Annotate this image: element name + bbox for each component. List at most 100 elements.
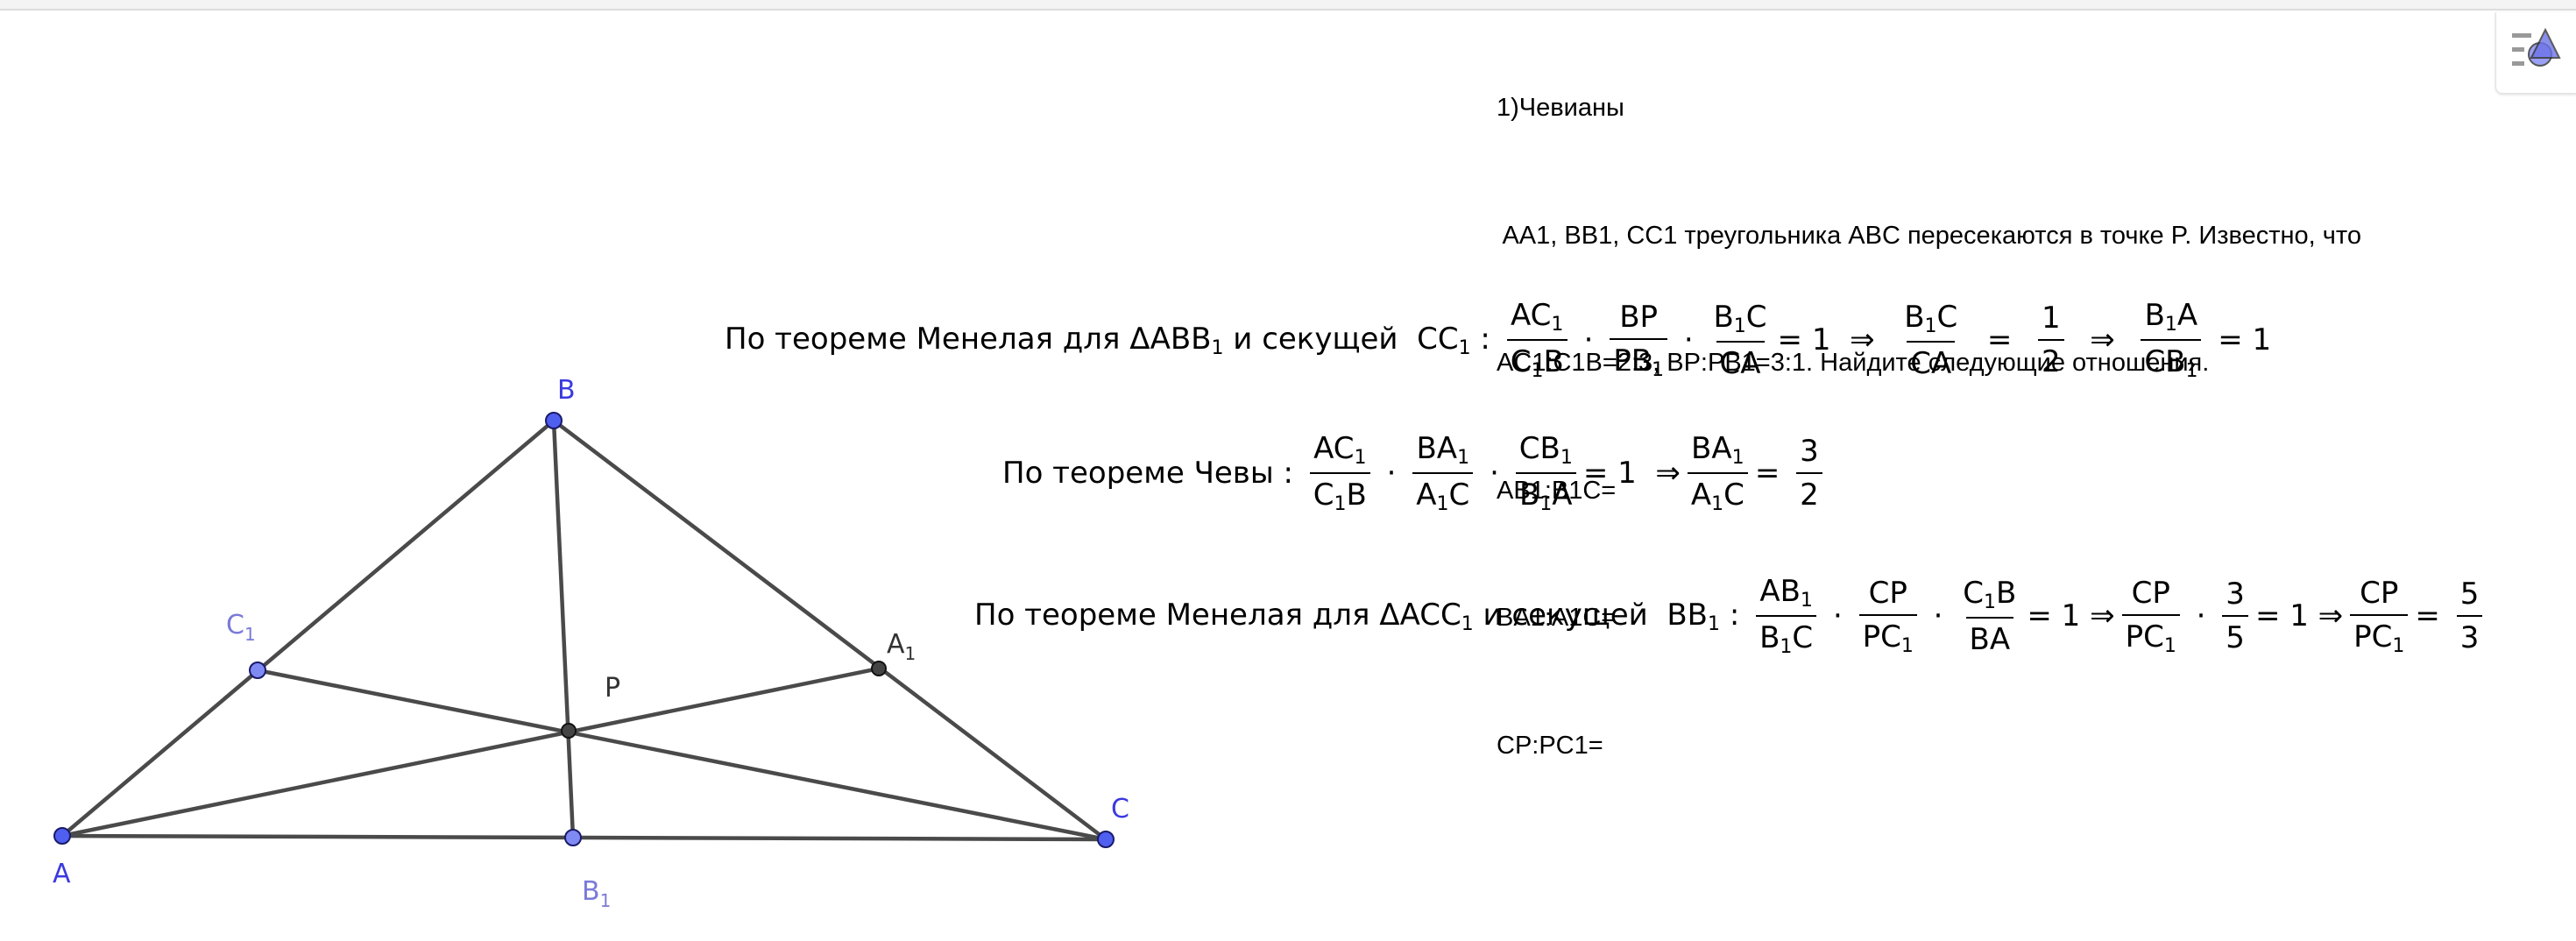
formula-text: · [1923,598,1953,633]
label-c1: C1 [226,610,256,645]
label-c: C [1111,794,1129,824]
denominator: C1B [1506,339,1568,382]
denominator: 2 [1796,472,1822,513]
formula-text: = 1 [2208,322,2272,357]
numerator: CP [2131,575,2170,611]
point-a1 [871,661,887,676]
label-p: P [605,673,621,704]
denominator: PB1 [1610,337,1668,381]
denominator: CA [1907,340,1956,381]
problem-line: AC1:C1B=2:3, BP:PB1=3:1. Найдите следующ… [1497,349,2210,377]
numerator: AC1 [1313,431,1367,469]
numerator: B1C [1904,299,1958,337]
denominator: 5 [2222,615,2248,655]
numerator: AB1 [1759,574,1813,612]
numerator: CP [2360,575,2399,611]
denominator: B1A [1515,472,1576,515]
formula-text: = [2415,598,2450,633]
denominator: 3 [2456,615,2483,655]
numerator: B1A [2144,298,2198,336]
denominator: PC1 [1858,613,1917,657]
denominator: A1C [1687,472,1748,515]
formula-text: = 1 ⇒ [2027,598,2115,633]
denominator: C1B [1309,472,1370,515]
point-b1 [564,829,582,846]
formula-text: · [1574,322,1603,357]
top-bar [0,0,2576,11]
denominator: BA [1965,616,2014,657]
formula-text: · [1823,598,1852,633]
numerator: AC1 [1511,298,1564,336]
formula-text: = 1 ⇒ [2254,598,2344,633]
point-b [545,412,563,429]
numerator: 5 [2459,577,2480,612]
denominator: CB1 [2141,339,2202,382]
problem-line: 1)Чевианы [1497,94,1624,122]
label-b: B [557,375,576,406]
segment-bc [552,419,1108,841]
formula-text: = [1968,322,2031,357]
formula-text: · [1376,456,1406,491]
numerator: 3 [2226,577,2245,612]
formula-text: = 1 ⇒ [1582,456,1681,491]
problem-line: BA1:A1C= [1497,604,1617,632]
cevian-bb1 [551,420,576,838]
point-c [1097,831,1115,848]
denominator: PC1 [2121,613,2180,657]
segment-ac [61,833,1107,842]
triangle-construction[interactable] [0,0,1227,941]
label-a: A [53,859,71,889]
point-a [53,827,71,845]
numerator: BA1 [1691,431,1744,469]
formula-text: = 1 ⇒ [1777,322,1894,357]
segment-ab [60,419,556,838]
label-a1: A1 [887,629,916,664]
algebra-view-toggle-icon [2512,27,2561,67]
denominator: 2 [2038,339,2064,379]
menelaus-abb1-formula[interactable]: По теореме Менелая для ΔABB1 и секущей C… [725,298,2271,382]
formula-text: = [1754,456,1790,491]
menelaus-acc1-formula[interactable]: По теореме Менелая для ΔACC1 и секущей B… [974,574,2489,658]
numerator: CB1 [1518,431,1573,469]
problem-line: CP:PC1= [1497,731,1603,760]
algebra-view-toggle-button[interactable] [2495,12,2576,94]
numerator: CP [1868,575,1907,611]
numerator: C1B [1963,575,2017,613]
point-p [561,723,577,739]
problem-text[interactable]: 1)Чевианы AA1, BB1, CC1 треугольника ABC… [1497,2,2361,810]
problem-line: AA1, BB1, CC1 треугольника ABC пересекаю… [1497,221,2361,250]
point-c1 [249,662,266,679]
cevian-cc1 [257,668,1107,842]
formula-text: По теореме Менелая для ΔABB1 и секущей C… [725,321,1500,359]
formula-text: · [1674,322,1703,357]
numerator: B1C [1713,299,1767,337]
problem-line: AB1:B1C= [1497,476,1617,505]
denominator: A1C [1412,472,1474,515]
formula-text: · [2186,598,2216,633]
formula-text: По теореме Менелая для ΔACC1 и секущей B… [974,597,1750,635]
formula-text: По теореме Чевы : [1002,456,1303,491]
numerator: BP [1619,299,1659,335]
denominator: B1C [1756,615,1817,658]
numerator: 1 [2042,301,2061,336]
formula-text: · [1480,456,1509,491]
